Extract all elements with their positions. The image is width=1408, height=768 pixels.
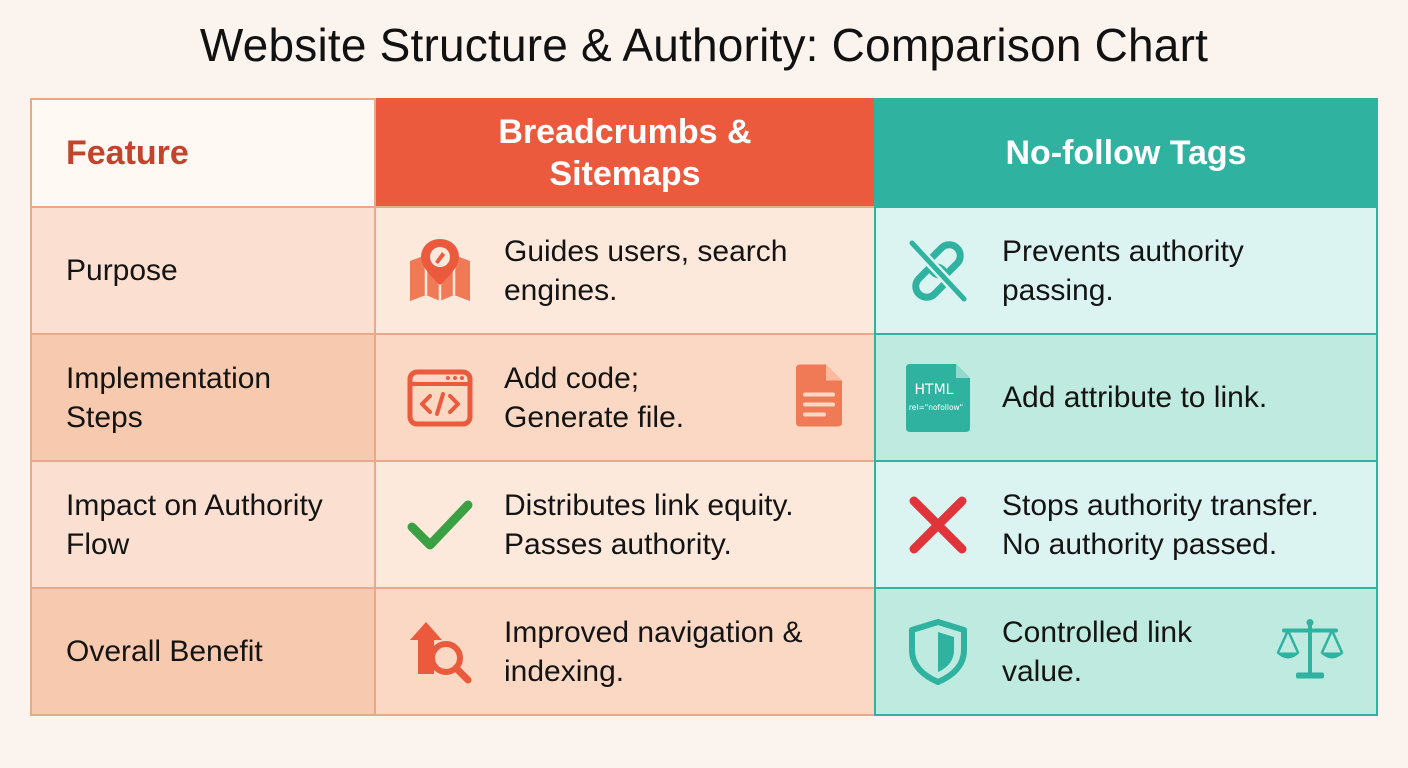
arrow-magnifier-icon [406,618,474,686]
code-window-icon [406,364,474,432]
header-breadcrumbs-label: Breadcrumbs & Sitemaps [498,113,752,193]
row-implementation-breadcrumbs: Add code; Generate file. [376,335,876,462]
feature-label: Impact on Authority Flow [66,488,323,561]
breadcrumbs-purpose-text: Guides users, search engines. [504,234,788,307]
breadcrumbs-benefit-text: Improved navigation & indexing. [504,615,803,688]
shield-icon [904,618,972,686]
breadcrumbs-implementation-text: Add code; Generate file. [504,361,685,434]
row-purpose-breadcrumbs: Guides users, search engines. [376,208,876,335]
nofollow-benefit-text: Controlled link value. [1002,615,1193,688]
row-purpose-feature: Purpose [30,208,376,335]
header-feature-label: Feature [66,133,189,172]
breadcrumbs-impact-text: Distributes link equity. Passes authorit… [504,488,794,561]
html-file-icon: HTML rel="nofollow" [904,363,972,432]
broken-link-icon [904,237,972,305]
header-feature: Feature [30,98,376,208]
nofollow-purpose-text: Prevents authority passing. [1002,234,1244,307]
checkmark-icon [406,491,474,559]
row-benefit-nofollow: Controlled link value. [874,589,1378,716]
row-implementation-feature: Implementation Steps [30,335,376,462]
html-icon-label: HTML [915,382,954,398]
feature-label: Overall Benefit [66,635,263,668]
document-icon [794,362,844,433]
feature-label: Purpose [66,254,178,287]
nofollow-implementation-text: Add attribute to link. [1002,381,1268,414]
row-impact-breadcrumbs: Distributes link equity. Passes authorit… [376,462,876,589]
scales-icon [1274,616,1346,687]
row-benefit-feature: Overall Benefit [30,589,376,716]
row-implementation-nofollow: HTML rel="nofollow" Add attribute to lin… [874,335,1378,462]
comparison-table: Feature Breadcrumbs & Sitemaps No-follow… [30,98,1378,716]
page-title: Website Structure & Authority: Compariso… [199,19,1209,71]
rel-nofollow-icon-label: rel="nofollow" [909,403,963,412]
row-impact-nofollow: Stops authority transfer. No authority p… [874,462,1378,589]
x-mark-icon [904,491,972,559]
feature-label: Implementation Steps [66,361,272,434]
nofollow-impact-text: Stops authority transfer. No authority p… [1002,488,1319,561]
header-nofollow-label: No-follow Tags [1005,134,1247,172]
row-benefit-breadcrumbs: Improved navigation & indexing. [376,589,876,716]
map-pin-icon [406,237,474,305]
header-nofollow-tags: No-follow Tags [874,98,1378,208]
header-breadcrumbs-sitemaps: Breadcrumbs & Sitemaps [376,98,876,208]
row-purpose-nofollow: Prevents authority passing. [874,208,1378,335]
row-impact-feature: Impact on Authority Flow [30,462,376,589]
